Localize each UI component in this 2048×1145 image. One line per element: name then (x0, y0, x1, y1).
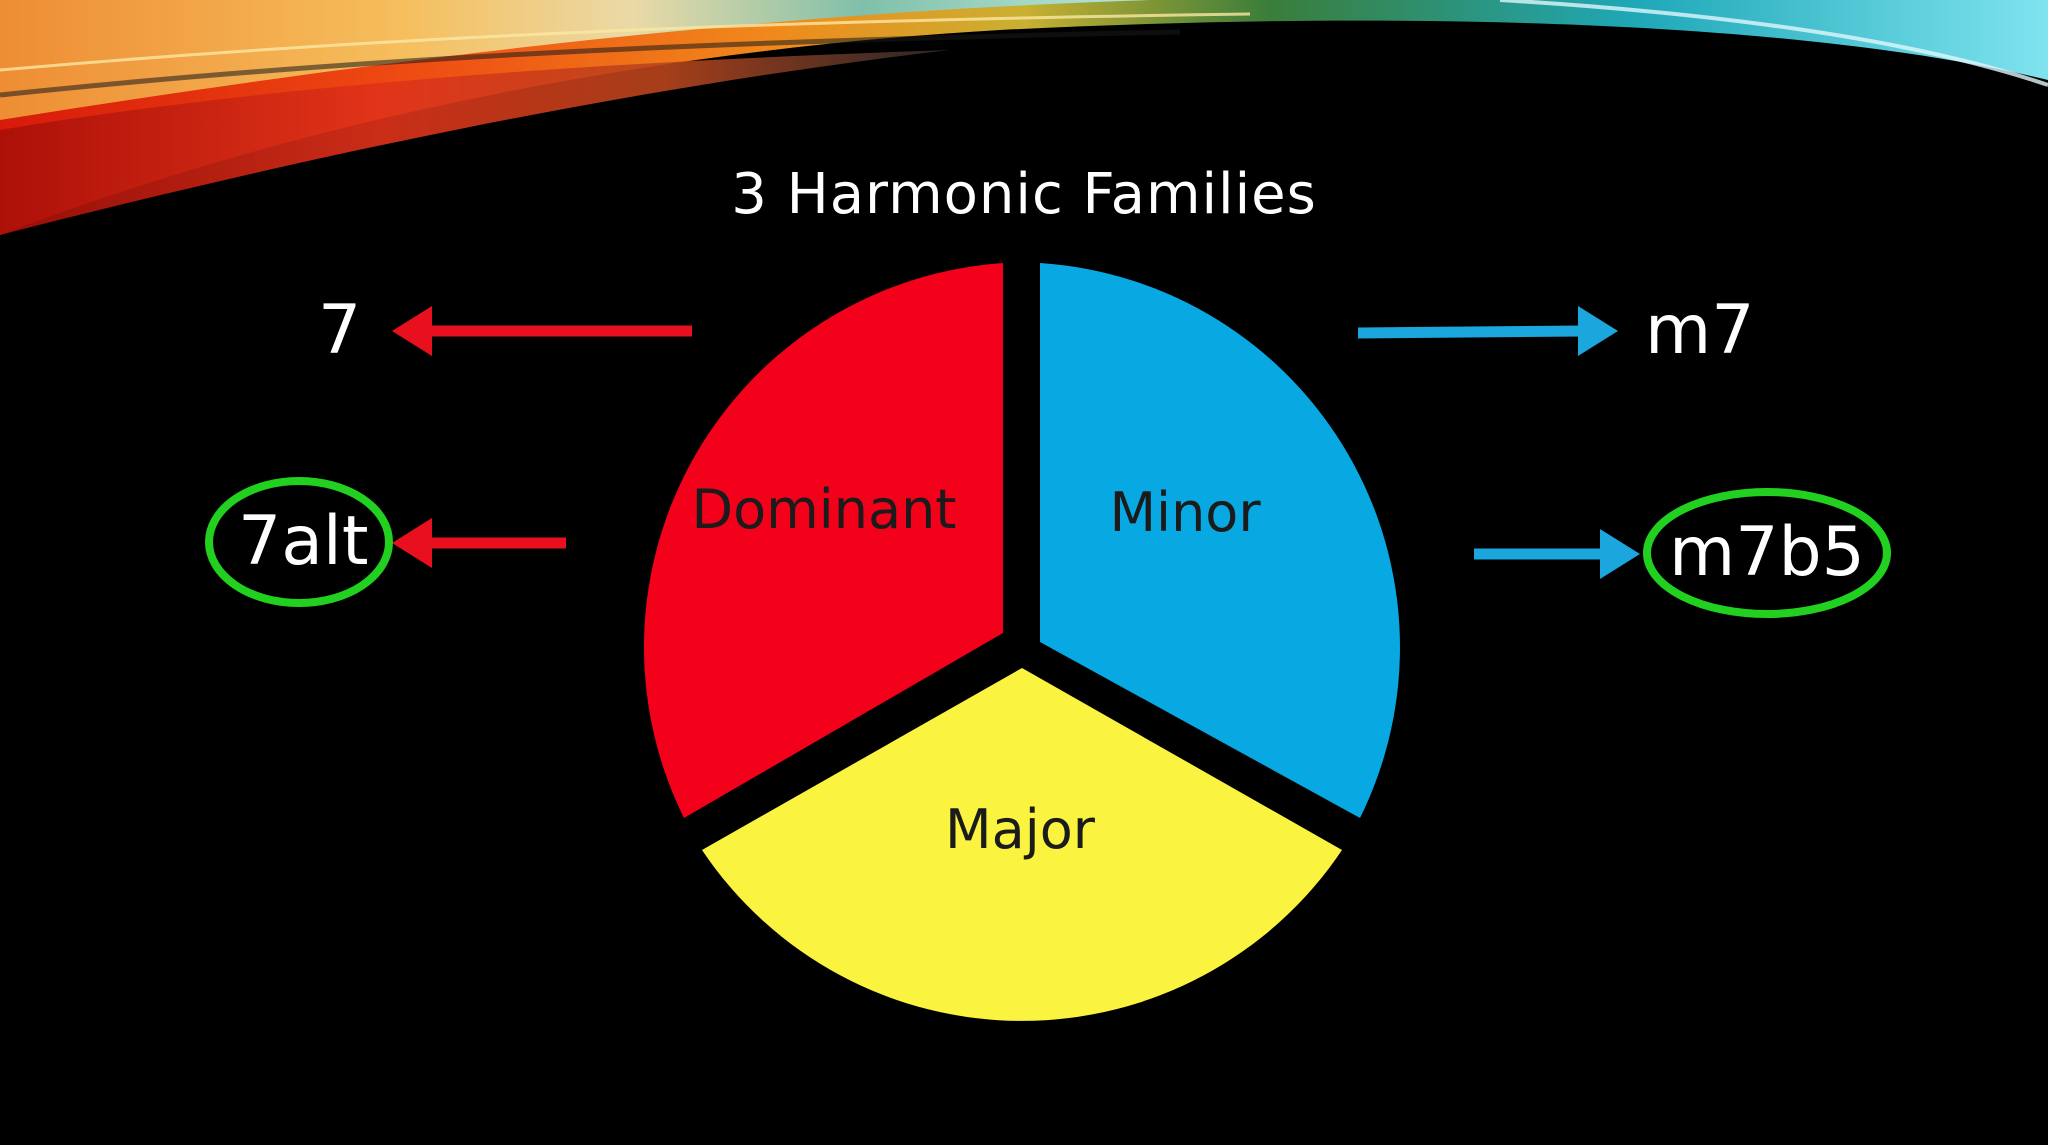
slide-title: 3 Harmonic Families (0, 160, 2048, 230)
arrow-7 (392, 306, 692, 356)
chord-m7: m7 (1645, 291, 1755, 371)
pie-diagram (644, 263, 1400, 1021)
chord-7: 7 (318, 291, 361, 371)
chord-7alt: 7alt (238, 502, 369, 582)
minor-label: Minor (1085, 480, 1285, 546)
arrow-m7b5 (1474, 529, 1640, 579)
chord-m7b5: m7b5 (1669, 513, 1865, 593)
arrow-7alt (392, 518, 566, 568)
arrow-m7 (1358, 306, 1618, 356)
dominant-label: Dominant (664, 477, 984, 543)
major-label: Major (920, 797, 1120, 863)
